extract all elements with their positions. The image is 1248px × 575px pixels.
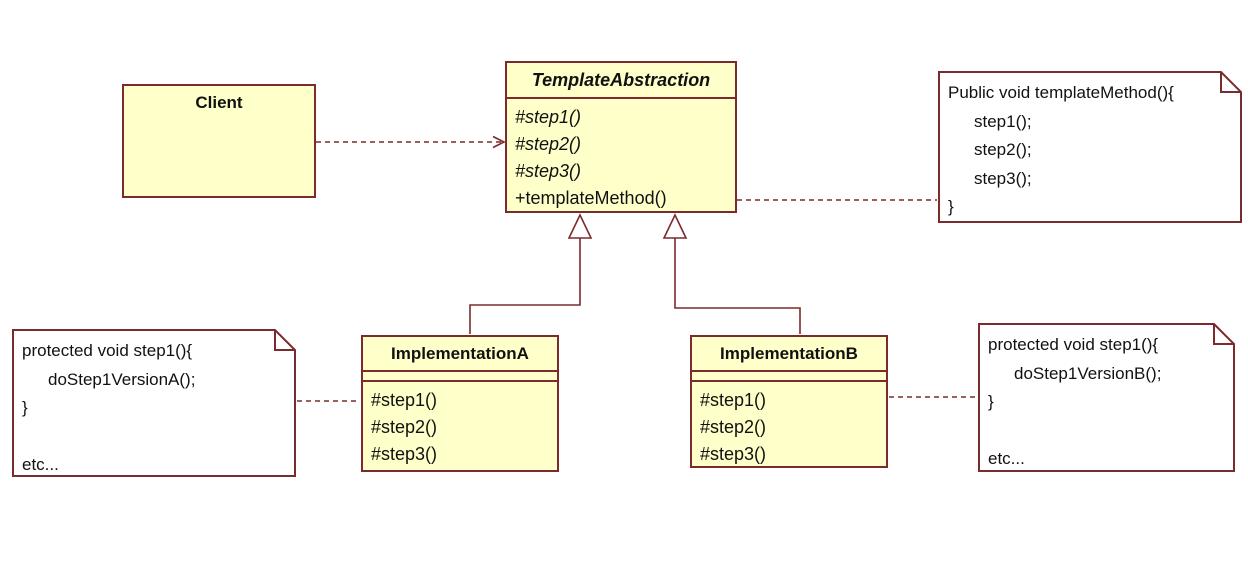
note-line: }: [948, 197, 954, 216]
class-method: #step3(): [515, 161, 582, 181]
note-line: [988, 417, 1227, 446]
note-line: [22, 423, 288, 452]
note-line: etc...: [22, 455, 59, 474]
class-method: #step3(): [371, 444, 438, 464]
class-template-abstraction[interactable]: TemplateAbstraction #step1() #step2() #s…: [505, 61, 737, 213]
methods-compartment: #step1() #step2() #step3(): [363, 382, 557, 468]
note-line: etc...: [988, 449, 1025, 468]
note-line: }: [988, 392, 994, 411]
open-arrowhead-icon: [492, 135, 506, 149]
class-method: #step3(): [700, 444, 767, 464]
class-title: ImplementationB: [692, 337, 886, 372]
class-title: TemplateAbstraction: [507, 63, 735, 99]
attributes-compartment: [692, 372, 886, 382]
attributes-compartment: [363, 372, 557, 382]
dependency-client-to-template-abstraction: [316, 135, 506, 149]
class-implementation-b[interactable]: ImplementationB #step1() #step2() #step3…: [690, 335, 888, 468]
class-method: #step1(): [371, 390, 438, 410]
class-implementation-a[interactable]: ImplementationA #step1() #step2() #step3…: [361, 335, 559, 472]
note-text: protected void step1(){ doStep1VersionA(…: [12, 329, 296, 477]
note-line: protected void step1(){: [22, 341, 193, 360]
note-text: Public void templateMethod(){ step1(); s…: [938, 71, 1242, 223]
class-method: #step1(): [515, 107, 582, 127]
note-shape: [12, 329, 296, 477]
note-line: Public void templateMethod(){: [948, 83, 1174, 102]
class-method: #step1(): [700, 390, 767, 410]
note-step1-version-b[interactable]: protected void step1(){ doStep1VersionB(…: [978, 323, 1235, 472]
note-line: step1();: [974, 111, 1032, 131]
inheritance-triangle-icon: [662, 213, 688, 239]
methods-compartment: #step1() #step2() #step3(): [692, 382, 886, 468]
note-line: step3();: [974, 168, 1032, 188]
note-line: }: [22, 398, 28, 417]
note-line: step2();: [974, 140, 1032, 159]
class-title: ImplementationA: [363, 337, 557, 372]
note-step1-version-a[interactable]: protected void step1(){ doStep1VersionA(…: [12, 329, 296, 477]
class-method: #step2(): [700, 417, 767, 437]
note-line: doStep1VersionB();: [1014, 363, 1162, 383]
note-fold-corner-icon: [1213, 324, 1234, 345]
class-method: +templateMethod(): [515, 188, 667, 208]
note-shape: [978, 323, 1235, 472]
note-shape: [938, 71, 1242, 223]
note-text: protected void step1(){ doStep1VersionB(…: [978, 323, 1235, 472]
note-fold-corner-icon: [274, 330, 295, 351]
methods-compartment: #step1() #step2() #step3() +templateMeth…: [507, 99, 735, 212]
class-method: #step2(): [515, 134, 582, 154]
class-title: Client: [195, 93, 243, 112]
generalization-implementation-a: [469, 213, 593, 334]
note-line: doStep1VersionA();: [48, 369, 196, 389]
generalization-implementation-b: [662, 213, 801, 334]
note-fold-corner-icon: [1220, 72, 1241, 93]
class-method: #step2(): [371, 417, 438, 437]
note-template-method-body[interactable]: Public void templateMethod(){ step1(); s…: [938, 71, 1242, 223]
class-client[interactable]: Client: [122, 84, 316, 198]
inheritance-triangle-icon: [567, 213, 593, 239]
note-line: protected void step1(){: [988, 335, 1159, 354]
